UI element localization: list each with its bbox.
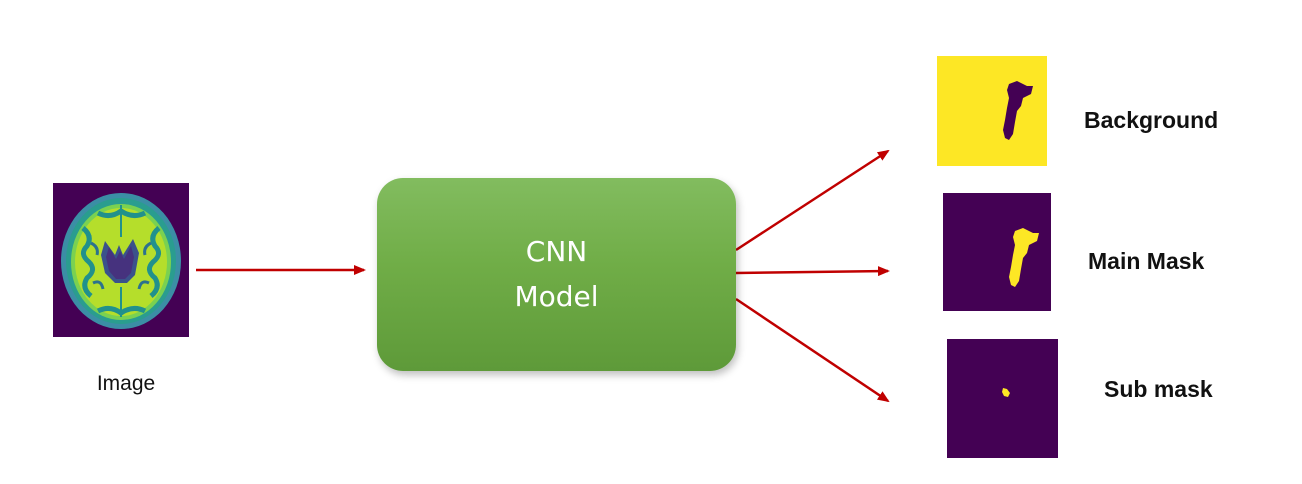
background-mask-image (937, 56, 1047, 166)
sub-mask-label: Sub mask (1104, 376, 1213, 402)
model-title-line2: Model (514, 280, 599, 313)
cnn-model-box: CNN Model (377, 178, 736, 371)
main-mask-label: Main Mask (1088, 248, 1205, 274)
arrow-model-to-main-mask (735, 266, 890, 277)
input-brain-image (53, 183, 189, 337)
background-label: Background (1084, 107, 1219, 133)
main-mask-image (943, 193, 1051, 311)
arrow-model-to-background (735, 149, 890, 252)
sub-mask-image (947, 339, 1058, 458)
model-title-line1: CNN (525, 235, 588, 268)
arrow-model-to-sub-mask (735, 297, 890, 403)
input-image-label: Image (96, 372, 156, 395)
